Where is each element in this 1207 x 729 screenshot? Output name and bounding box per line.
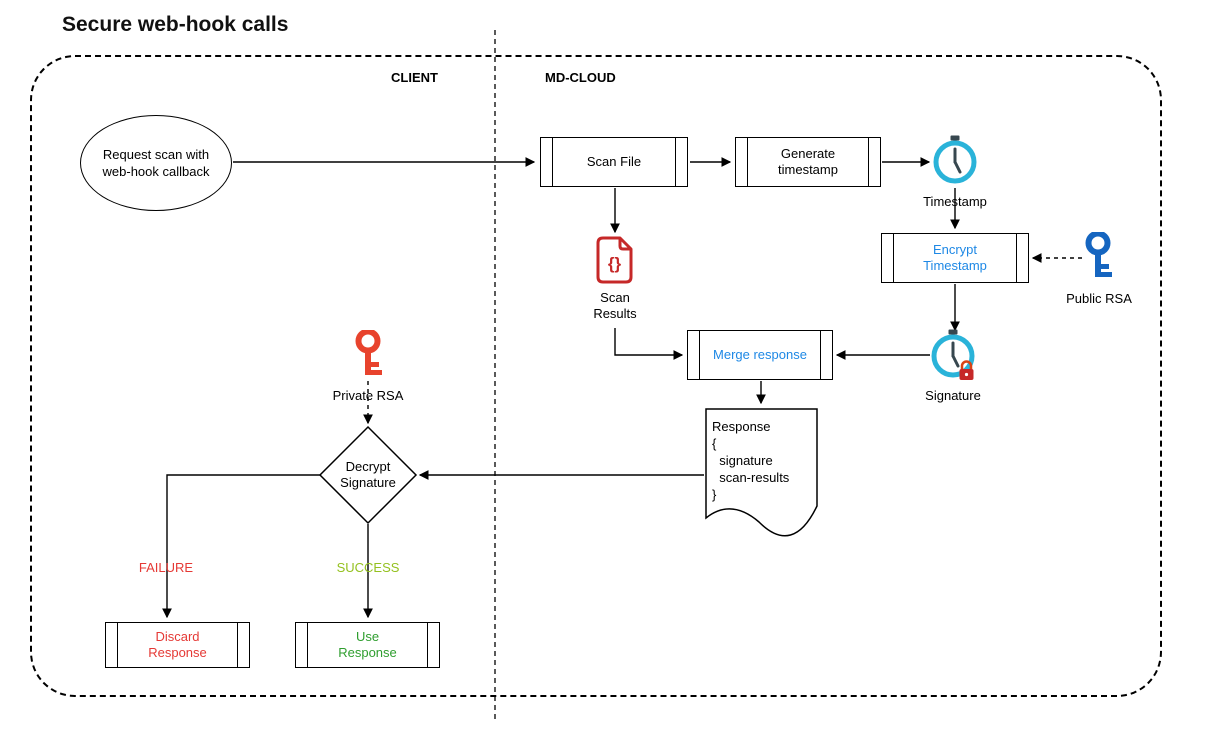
node-use-response: Use Response bbox=[295, 622, 440, 668]
response-doc-line: { bbox=[712, 436, 717, 451]
private-rsa-caption: Private RSA bbox=[332, 388, 404, 403]
node-encrypt-timestamp-label-2: Timestamp bbox=[923, 258, 987, 273]
response-document-text: Response { signature scan-results } bbox=[712, 418, 789, 503]
node-request-scan: Request scan with web-hook callback bbox=[80, 115, 232, 211]
response-doc-line: scan-results bbox=[712, 470, 790, 485]
scan-results-glyph: {} bbox=[608, 254, 622, 273]
public-rsa-key-icon bbox=[1085, 232, 1112, 277]
timestamp-clock-icon bbox=[933, 135, 977, 184]
signature-caption: Signature bbox=[925, 388, 981, 403]
node-decrypt-signature-label: Decrypt Signature bbox=[320, 459, 416, 491]
node-encrypt-timestamp-label-1: Encrypt bbox=[932, 242, 978, 257]
scan-results-caption: Scan Results bbox=[573, 290, 657, 322]
scan-results-caption-1: Scan bbox=[600, 290, 630, 305]
node-discard-response: Discard Response bbox=[105, 622, 250, 668]
response-doc-line: Response bbox=[712, 419, 771, 434]
node-discard-response-label-2: Response bbox=[148, 645, 207, 660]
node-request-scan-label-1: Request scan with bbox=[102, 147, 210, 162]
node-response-document bbox=[705, 408, 818, 537]
node-discard-response-label-1: Discard bbox=[155, 629, 200, 644]
response-doc-line: signature bbox=[712, 453, 773, 468]
private-rsa-key-icon bbox=[355, 330, 382, 375]
scan-results-caption-2: Results bbox=[593, 306, 637, 321]
diagram-title: Secure web-hook calls bbox=[62, 13, 289, 36]
timestamp-caption: Timestamp bbox=[923, 194, 987, 209]
node-decrypt-signature-label-1: Decrypt bbox=[345, 459, 391, 474]
node-use-response-label-1: Use bbox=[355, 629, 380, 644]
node-merge-response-label: Merge response bbox=[713, 347, 807, 362]
node-merge-response: Merge response bbox=[687, 330, 833, 380]
node-request-scan-label-2: web-hook callback bbox=[102, 164, 210, 179]
edge-label-failure: FAILURE bbox=[138, 560, 194, 575]
node-encrypt-timestamp: Encrypt Timestamp bbox=[881, 233, 1029, 283]
node-use-response-label-2: Response bbox=[338, 645, 397, 660]
public-rsa-caption: Public RSA bbox=[1066, 291, 1132, 306]
node-generate-timestamp-label-2: timestamp bbox=[778, 162, 838, 177]
node-scan-file: Scan File bbox=[540, 137, 688, 187]
node-generate-timestamp-label-1: Generate bbox=[780, 146, 836, 161]
node-generate-timestamp: Generate timestamp bbox=[735, 137, 881, 187]
diagram-boundary bbox=[30, 55, 1162, 697]
node-decrypt-signature-label-2: Signature bbox=[340, 475, 396, 490]
node-scan-file-label: Scan File bbox=[586, 154, 642, 169]
scan-results-file-icon: {} bbox=[596, 236, 633, 284]
response-doc-line: } bbox=[712, 487, 717, 502]
lane-label-client: CLIENT bbox=[391, 70, 438, 85]
signature-clock-lock-icon bbox=[931, 329, 975, 380]
edge-label-success: SUCCESS bbox=[336, 560, 400, 575]
lane-label-md-cloud: MD-CLOUD bbox=[545, 70, 616, 85]
